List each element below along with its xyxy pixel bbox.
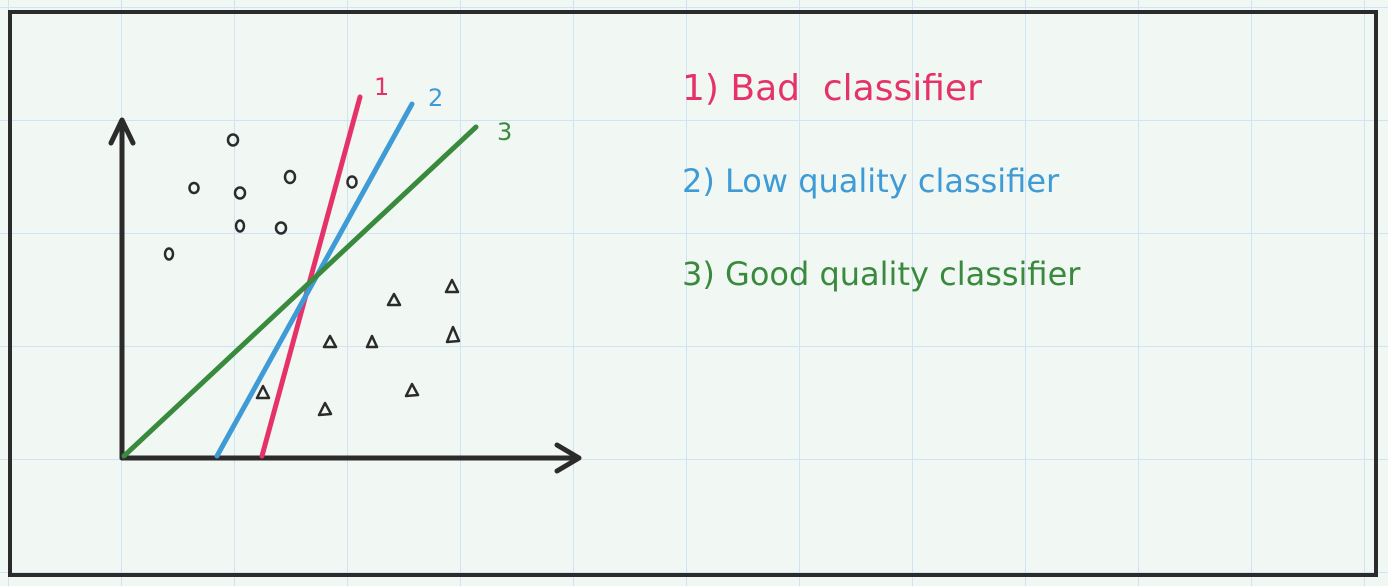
triangle-point xyxy=(386,292,402,307)
legend: 1) Bad classifier 2) Low quality classif… xyxy=(682,68,1081,293)
axes xyxy=(108,117,582,474)
triangle-point xyxy=(404,382,420,398)
circle-point xyxy=(163,247,175,261)
legend-item-bad-classifier: 1) Bad classifier xyxy=(682,68,982,109)
circle-point xyxy=(233,186,247,200)
line-label-1: 1 xyxy=(374,73,389,101)
triangle-point xyxy=(322,334,338,349)
classifier-line-1 xyxy=(259,94,363,459)
circle-point xyxy=(226,133,240,147)
circle-point xyxy=(274,221,288,235)
classifier-lines xyxy=(121,94,479,459)
circle-points xyxy=(163,133,358,261)
triangle-point xyxy=(255,384,271,400)
triangle-point xyxy=(317,401,333,417)
classifier-line-3 xyxy=(121,124,479,459)
legend-item-low-quality-classifier: 2) Low quality classifier xyxy=(682,162,1060,200)
page-frame xyxy=(8,10,1378,577)
triangle-point xyxy=(365,334,379,349)
line-label-3: 3 xyxy=(497,118,512,146)
circle-point xyxy=(234,219,246,233)
circle-point xyxy=(188,181,200,195)
circle-point xyxy=(283,169,297,185)
triangle-point xyxy=(444,278,460,294)
x-axis-arrowhead xyxy=(554,442,582,474)
triangle-point xyxy=(445,325,461,344)
y-axis-arrowhead xyxy=(108,117,136,146)
legend-item-good-quality-classifier: 3) Good quality classifier xyxy=(682,255,1081,293)
triangle-points xyxy=(255,278,461,417)
line-label-2: 2 xyxy=(428,84,443,112)
circle-point xyxy=(346,175,358,189)
